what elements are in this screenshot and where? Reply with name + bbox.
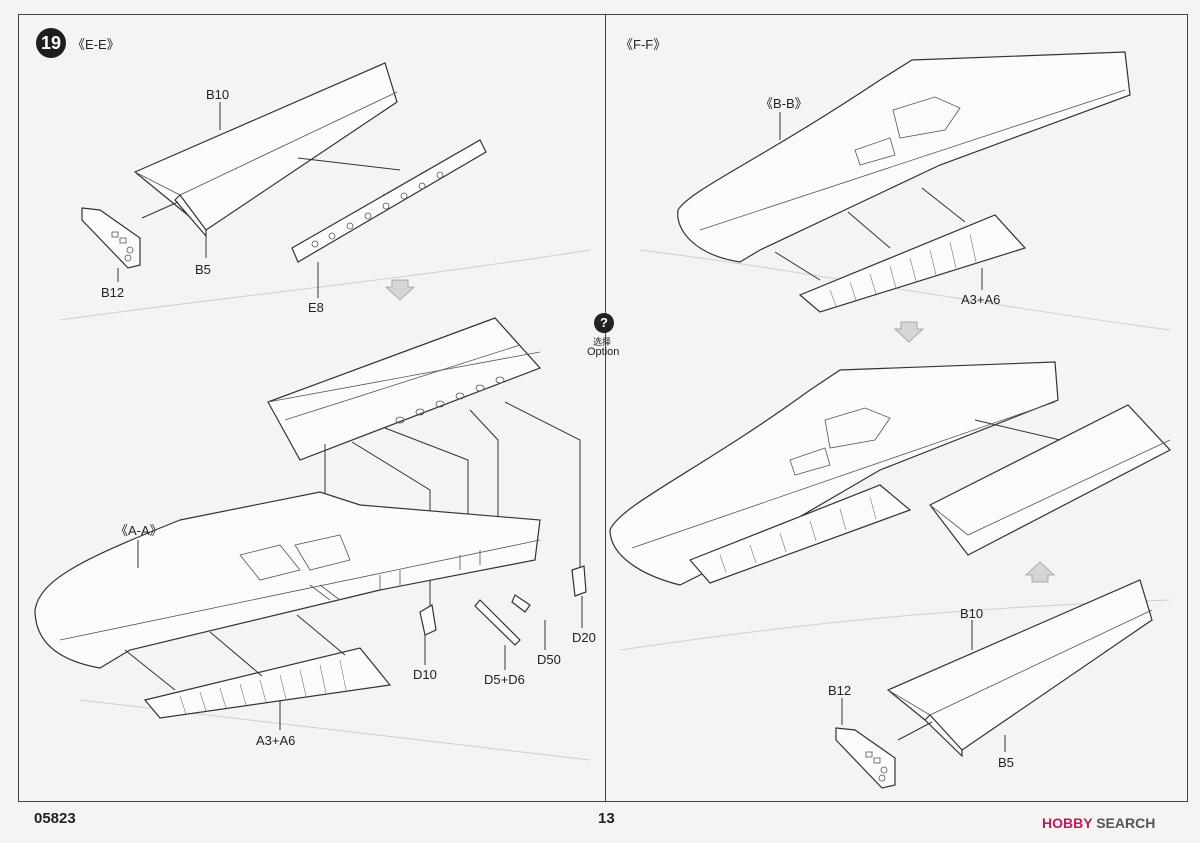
label-d5-d6: D5+D6 xyxy=(484,672,525,687)
panel-divider xyxy=(605,14,606,802)
watermark: HOBBY SEARCH xyxy=(1042,815,1155,831)
aileron-a3-a6-right xyxy=(798,214,1027,313)
label-b10-left: B10 xyxy=(206,87,230,102)
step-up-arrow-right xyxy=(1024,561,1056,583)
label-d10: D10 xyxy=(413,667,437,682)
label-a3-a6-left: A3+A6 xyxy=(256,733,296,748)
aileron-a3-a6-left xyxy=(143,647,392,719)
arrow-flap-to-wing-right xyxy=(974,419,1061,441)
part-e8 xyxy=(291,139,487,263)
part-b12-right xyxy=(835,727,896,789)
product-code: 05823 xyxy=(34,810,76,827)
step-down-arrow-left xyxy=(384,279,416,301)
arrows-aileron-left xyxy=(124,614,346,691)
arrow-e8-to-b10 xyxy=(297,157,401,171)
part-b10-right xyxy=(886,579,1153,758)
label-b5-right: B5 xyxy=(998,755,1014,770)
wing-b-b xyxy=(677,51,1131,263)
label-b-b: 《B-B》 xyxy=(760,96,808,111)
label-d50: D50 xyxy=(537,652,561,667)
arrows-aileron-right xyxy=(774,187,966,281)
part-b12-left xyxy=(81,207,141,269)
page-number: 13 xyxy=(598,810,615,827)
watermark-brand: HOBBY xyxy=(1042,815,1093,831)
wing-a-a xyxy=(34,491,541,669)
wing-f-f-assembled xyxy=(609,361,1059,586)
question-icon: ? xyxy=(594,313,614,333)
label-d20: D20 xyxy=(572,630,596,645)
label-b12-right: B12 xyxy=(828,683,852,698)
label-b5-left: B5 xyxy=(195,262,211,277)
arrow-b12-to-b10-right xyxy=(897,721,933,741)
option-label-cn: 选择 xyxy=(593,337,612,347)
label-a-a: 《A-A》 xyxy=(115,523,163,538)
step-number-badge: 19 xyxy=(36,28,66,58)
label-b12-left: B12 xyxy=(101,285,125,300)
watermark-search: SEARCH xyxy=(1096,815,1156,831)
label-e8: E8 xyxy=(308,300,324,315)
step-down-arrow-right xyxy=(893,321,925,343)
leader-lines xyxy=(117,102,1006,752)
assembled-flap-box-left xyxy=(267,317,542,461)
section-title-e-e: 《E-E》 xyxy=(72,37,120,52)
label-b10-right: B10 xyxy=(960,606,984,621)
label-a3-a6-right: A3+A6 xyxy=(961,292,1001,307)
struts-d-parts xyxy=(419,565,587,646)
arrow-b12-to-b10 xyxy=(141,201,179,219)
section-title-f-f: 《F-F》 xyxy=(620,37,667,52)
option-label-en: Option xyxy=(587,346,620,358)
flap-box-right-middle xyxy=(929,404,1171,556)
instruction-page-frame xyxy=(18,14,1188,802)
